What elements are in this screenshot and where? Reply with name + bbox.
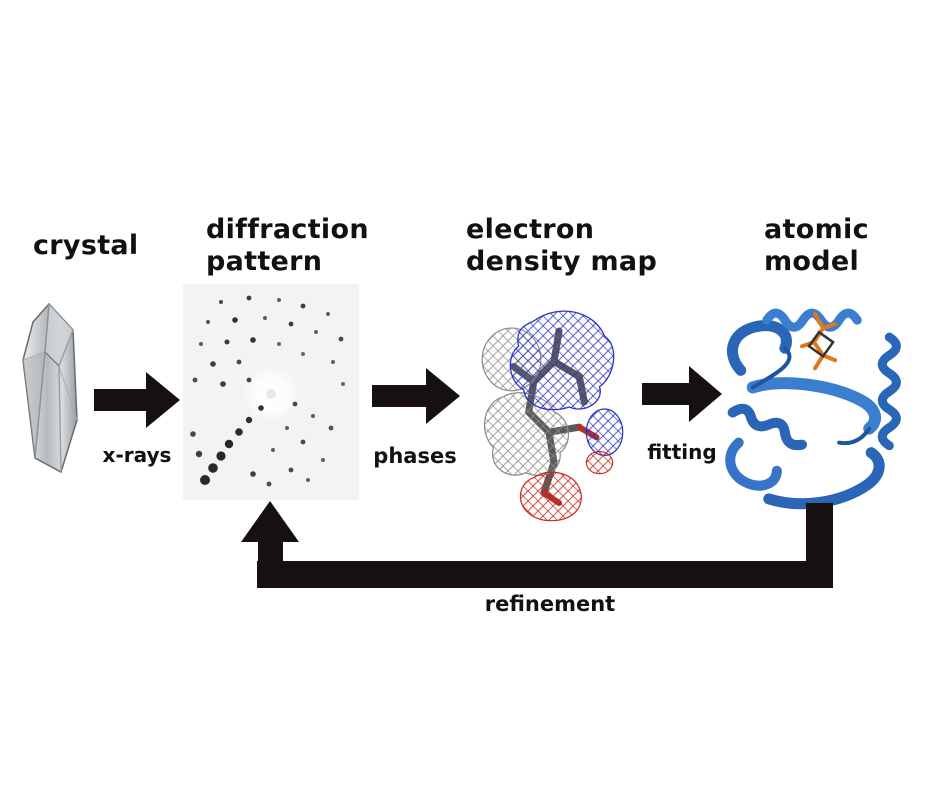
stage-label-diffraction-pattern: diffraction pattern bbox=[206, 214, 369, 277]
feedback-arrow-label: refinement bbox=[484, 592, 616, 616]
atomic-model-figure bbox=[710, 292, 912, 528]
protein-ribbon-image bbox=[725, 308, 901, 510]
electron-density-mesh-image bbox=[481, 310, 624, 522]
right-arrow-icon bbox=[94, 372, 180, 428]
stage-label-electron-density-map: electron density map bbox=[466, 214, 658, 277]
feedback-arrow-left-shaft bbox=[258, 540, 283, 564]
stage-label-crystal: crystal bbox=[33, 230, 139, 261]
arrow-label-fitting: fitting bbox=[647, 440, 717, 464]
electron-density-map-figure bbox=[463, 300, 645, 524]
diffraction-pattern-image bbox=[183, 284, 359, 500]
arrow-label-phases: phases bbox=[373, 444, 457, 468]
diffraction-pattern-photo bbox=[183, 284, 359, 500]
crystal-image bbox=[22, 302, 78, 474]
arrow-fitting bbox=[642, 366, 722, 422]
stage-label-atomic-model: atomic model bbox=[764, 214, 869, 277]
feedback-arrow-horizontal-segment bbox=[257, 561, 833, 588]
up-arrow-icon bbox=[241, 501, 299, 542]
right-arrow-icon bbox=[372, 368, 460, 424]
crystal-photo bbox=[14, 300, 96, 480]
right-arrow-icon bbox=[642, 366, 722, 422]
arrow-phases bbox=[372, 368, 460, 424]
arrow-xrays bbox=[94, 372, 180, 428]
arrow-label-xrays: x-rays bbox=[102, 443, 172, 467]
